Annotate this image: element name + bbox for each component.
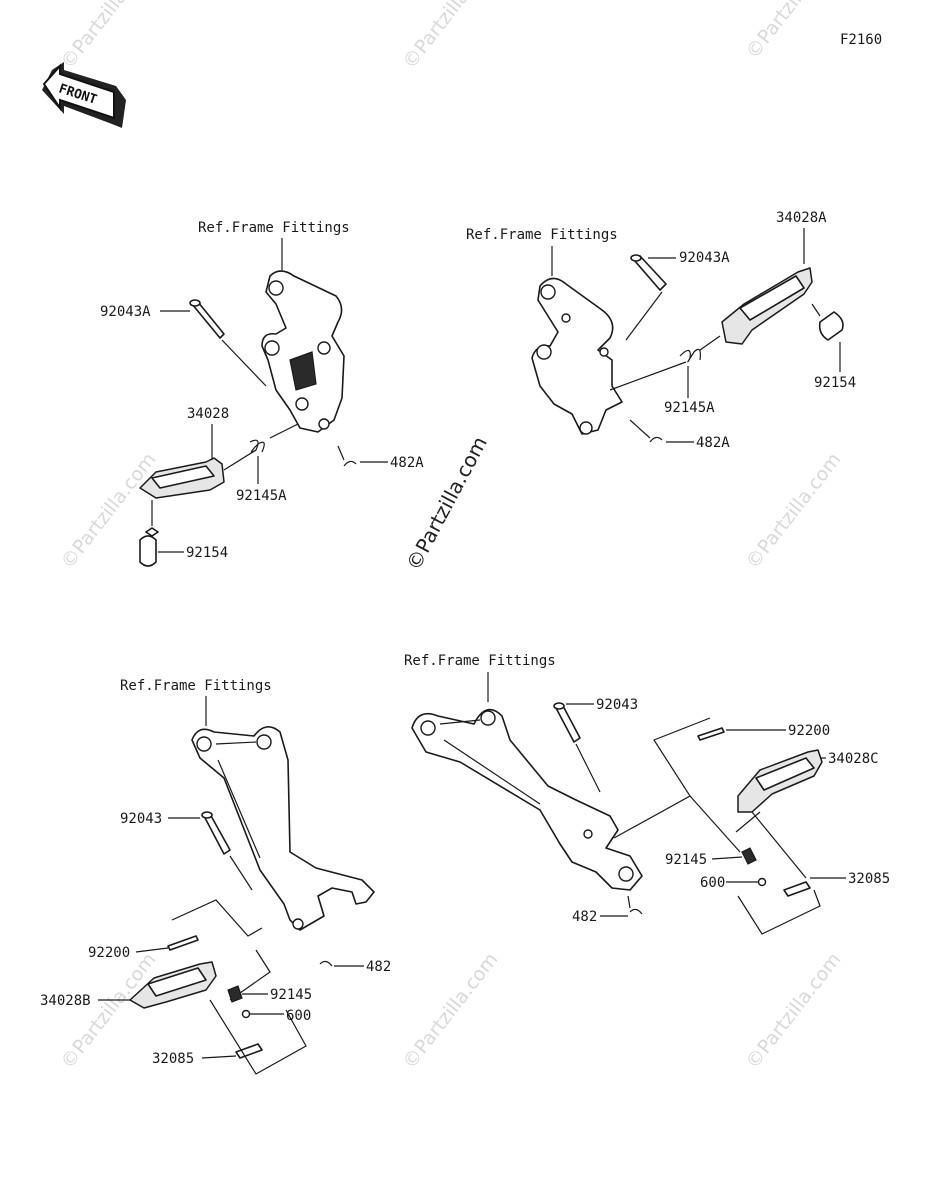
spring-icon — [249, 439, 265, 453]
watermark: ©Partzilla.com — [399, 949, 503, 1073]
watermark: ©Partzilla.com — [399, 0, 503, 73]
rubber — [818, 311, 844, 341]
bracket — [261, 270, 345, 433]
watermarks: ©Partzilla.com ©Partzilla.com ©Partzilla… — [57, 0, 846, 1073]
pin-label: 92043 — [120, 811, 162, 827]
spring-label: 92145A — [664, 400, 715, 416]
diagram-code: F2160 — [840, 32, 882, 48]
plate-label: 32085 — [848, 871, 890, 887]
ball-label: 600 — [700, 875, 725, 891]
ball — [757, 877, 767, 887]
watermark: ©Partzilla.com — [742, 949, 846, 1073]
pin-label: 92043A — [679, 250, 730, 266]
top-left-group: Ref.Frame Fittings 92043A 34028 92145A 4… — [100, 220, 424, 567]
clip — [649, 436, 663, 443]
pin2-label: 92200 — [788, 723, 830, 739]
spring-label: 92145 — [665, 852, 707, 868]
pin — [191, 301, 225, 339]
clip — [343, 460, 357, 467]
pin-label: 92043 — [596, 697, 638, 713]
spring-icon — [741, 847, 757, 865]
watermark: ©Partzilla.com — [57, 949, 161, 1073]
clip-label: 482A — [696, 435, 730, 451]
ball-label: 600 — [286, 1008, 311, 1024]
clip-label: 482 — [572, 909, 597, 925]
watermark: ©Partzilla.com — [57, 0, 161, 73]
watermark: ©Partzilla.com — [742, 0, 846, 63]
spring-label: 92145 — [270, 987, 312, 1003]
ref-frame-label: Ref.Frame Fittings — [466, 227, 618, 243]
spring-label: 92145A — [236, 488, 287, 504]
pin-label: 92043A — [100, 304, 151, 320]
rubber-label: 92154 — [814, 375, 856, 391]
bottom-right-group: Ref.Frame Fittings 92043 92200 34028C 92… — [404, 653, 890, 935]
footpeg-label: 34028B — [40, 993, 91, 1009]
bottom-left-group: Ref.Frame Fittings 92043 92200 34028B 92… — [40, 678, 391, 1075]
clip-label: 482 — [366, 959, 391, 975]
watermark-center: ©Partzilla.com — [401, 432, 492, 574]
front-arrow-icon: FRONT — [42, 62, 126, 128]
plate — [783, 881, 811, 897]
spring-icon — [227, 985, 243, 1003]
spring-icon — [679, 348, 701, 363]
ball — [241, 1009, 251, 1019]
bracket — [191, 726, 375, 931]
pin — [697, 727, 725, 741]
clip-label: 482A — [390, 455, 424, 471]
rubber — [139, 535, 157, 567]
ref-frame-label: Ref.Frame Fittings — [120, 678, 272, 694]
pin — [203, 813, 231, 855]
top-right-group: Ref.Frame Fittings 92043A 34028A 92154 9… — [466, 210, 856, 451]
pin — [167, 935, 199, 951]
footpeg-label: 34028 — [187, 406, 229, 422]
clip — [319, 960, 333, 967]
plate — [235, 1043, 263, 1059]
pin2-label: 92200 — [88, 945, 130, 961]
footpeg-label: 34028A — [776, 210, 827, 226]
watermark: ©Partzilla.com — [742, 449, 846, 573]
rubber-label: 92154 — [186, 545, 228, 561]
plate-label: 32085 — [152, 1051, 194, 1067]
ref-frame-label: Ref.Frame Fittings — [404, 653, 556, 669]
ref-frame-label: Ref.Frame Fittings — [198, 220, 350, 236]
bracket — [411, 708, 643, 891]
footpeg-label: 34028C — [828, 751, 879, 767]
clip — [629, 908, 643, 915]
